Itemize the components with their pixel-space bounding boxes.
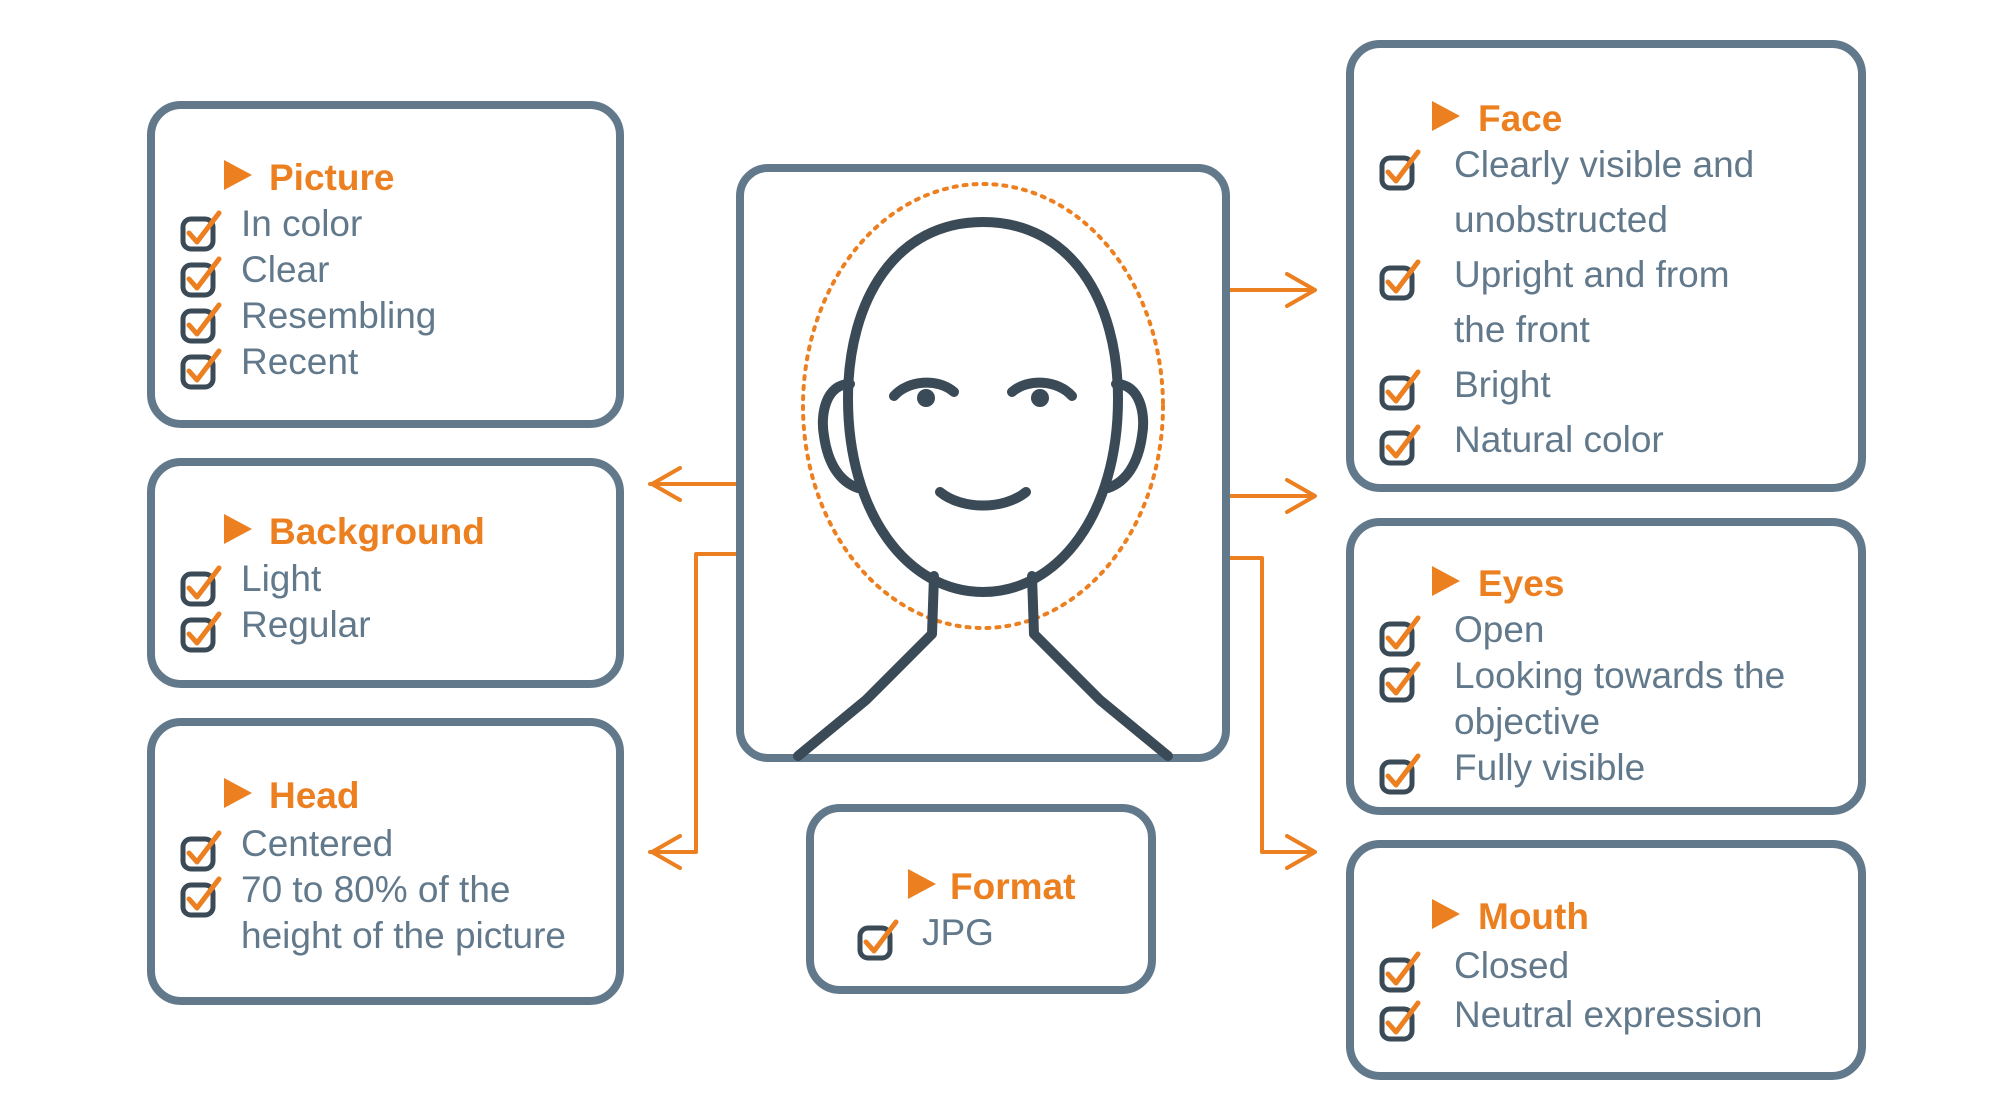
triangle-bullet-icon — [1432, 899, 1460, 929]
face-item: Clearly visible and — [1454, 144, 1755, 185]
background-item: Regular — [241, 604, 371, 645]
check-box-icon — [1379, 369, 1421, 411]
check-box-icon — [180, 348, 222, 390]
eyes-title: Eyes — [1478, 563, 1565, 604]
neck-left — [793, 571, 939, 761]
triangle-bullet-icon — [224, 160, 252, 190]
triangle-bullet-icon — [224, 514, 252, 544]
triangle-bullet-icon — [908, 869, 936, 899]
check-box-icon — [857, 919, 899, 961]
portrait-frame — [736, 164, 1230, 762]
background-title: Background — [269, 511, 485, 552]
smile — [935, 487, 1031, 511]
face-item-continued: unobstructed — [1454, 199, 1668, 240]
background-item: Light — [241, 558, 322, 599]
picture-item: In color — [241, 203, 363, 244]
triangle-bullet-icon — [224, 778, 252, 808]
picture-item: Recent — [241, 341, 359, 382]
head-silhouette-icon — [736, 164, 1230, 762]
right-brow — [1007, 377, 1077, 401]
check-box-icon — [180, 302, 222, 344]
check-box-icon — [1379, 753, 1421, 795]
right-ear — [1103, 379, 1149, 493]
check-box-icon — [180, 830, 222, 872]
arrowhead-eyes — [1285, 478, 1317, 514]
triangle-bullet-icon — [1432, 101, 1460, 131]
check-box-icon — [1379, 615, 1421, 657]
picture-title: Picture — [269, 157, 395, 198]
eyes-item: Open — [1454, 609, 1545, 650]
face-item: Natural color — [1454, 419, 1664, 460]
neck-right — [1027, 571, 1173, 761]
check-box-icon — [180, 210, 222, 252]
face-title: Face — [1478, 98, 1563, 139]
format-item: JPG — [922, 912, 994, 953]
arrowhead-background — [650, 466, 682, 502]
check-box-icon — [1379, 951, 1421, 993]
eyes-item: Fully visible — [1454, 747, 1646, 788]
check-box-icon — [180, 876, 222, 918]
check-box-icon — [1379, 661, 1421, 703]
head-item: 70 to 80% of the — [241, 869, 511, 910]
arrowhead-head — [650, 834, 682, 870]
check-box-icon — [180, 565, 222, 607]
mouth-card: Mouth Closed Neutral expression — [1346, 840, 1866, 1080]
eyes-item: Looking towards the — [1454, 655, 1786, 696]
left-brow — [889, 377, 959, 401]
mouth-item: Neutral expression — [1454, 994, 1763, 1035]
left-ear — [817, 379, 863, 493]
face-item: Upright and from — [1454, 254, 1730, 295]
mouth-item: Closed — [1454, 945, 1570, 986]
face-oval-guide — [801, 182, 1165, 630]
format-title: Format — [950, 866, 1076, 907]
check-box-icon — [1379, 259, 1421, 301]
head-title: Head — [269, 775, 360, 816]
arrowhead-face — [1285, 272, 1317, 308]
format-card: Format JPG — [806, 804, 1156, 994]
picture-card: Picture In color Clear Resembling Recent — [147, 101, 624, 428]
head-item-continued: height of the picture — [241, 915, 566, 956]
face-item: Bright — [1454, 364, 1551, 405]
check-box-icon — [180, 611, 222, 653]
face-card: Face Clearly visible and unobstructed Up… — [1346, 40, 1866, 492]
check-box-icon — [1379, 1000, 1421, 1042]
arrowhead-mouth — [1285, 834, 1317, 870]
eyes-item-continued: objective — [1454, 701, 1601, 742]
mouth-title: Mouth — [1478, 896, 1589, 937]
background-card: Background Light Regular — [147, 458, 624, 688]
check-box-icon — [1379, 424, 1421, 466]
triangle-bullet-icon — [1432, 566, 1460, 596]
check-box-icon — [180, 256, 222, 298]
picture-item: Clear — [241, 249, 330, 290]
check-box-icon — [1379, 149, 1421, 191]
face-item-continued: the front — [1454, 309, 1590, 350]
head-item: Centered — [241, 823, 394, 864]
head-outline — [843, 217, 1123, 597]
eyes-card: Eyes Open Looking towards the objective … — [1346, 518, 1866, 815]
head-card: Head Centered 70 to 80% of the height of… — [147, 718, 624, 1005]
picture-item: Resembling — [241, 295, 437, 336]
